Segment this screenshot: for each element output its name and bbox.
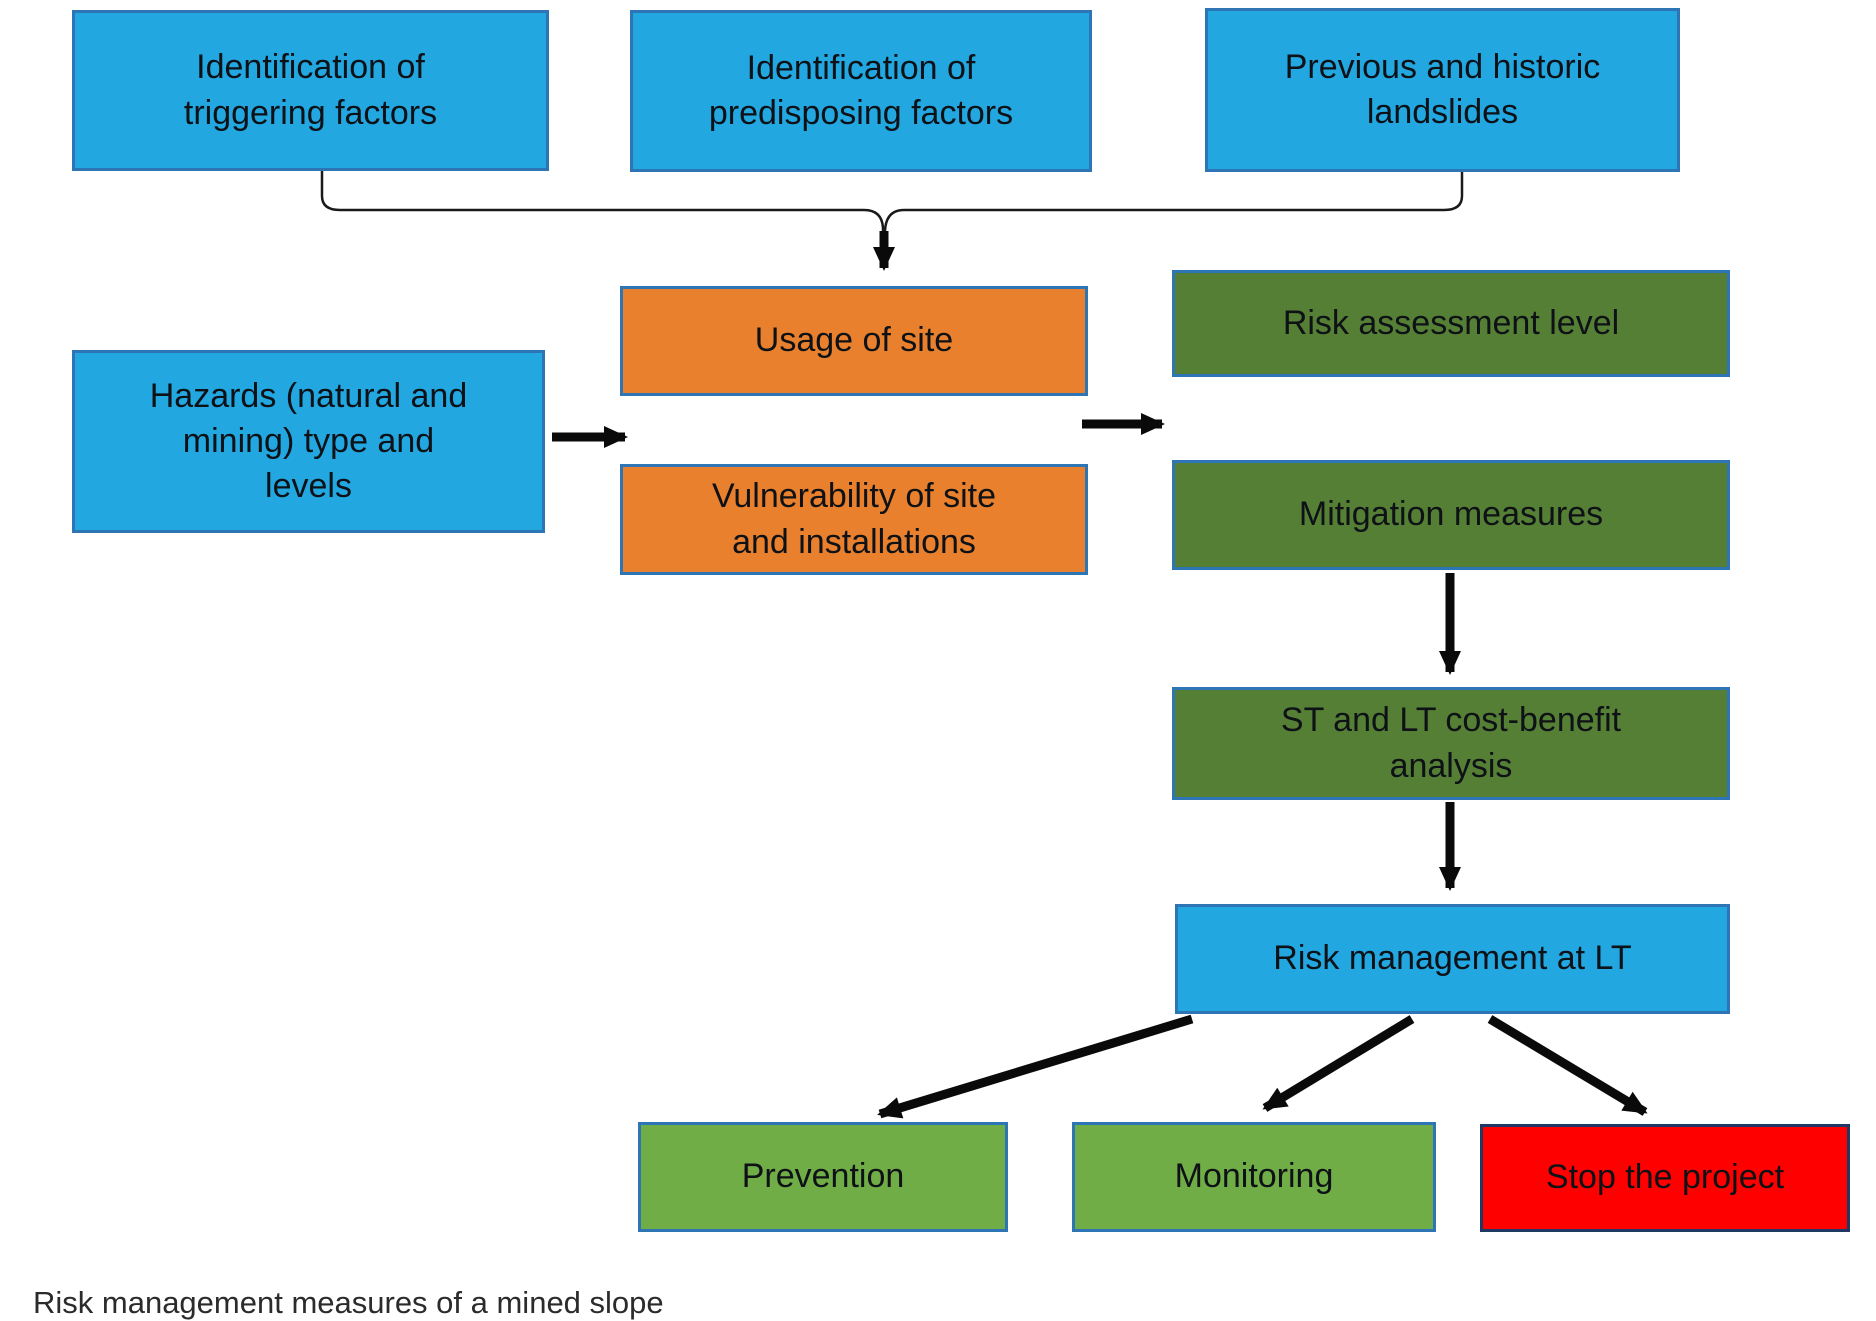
node-stop-the-project: Stop the project [1480, 1124, 1850, 1232]
node-label: Mitigation measures [1298, 495, 1604, 534]
node-label: Prevention [741, 1157, 905, 1196]
node-risk-assessment-level: Risk assessment level [1172, 270, 1730, 377]
node-identification-predisposing-factors: Identification of predisposing factors [630, 10, 1092, 172]
node-risk-management-lt: Risk management at LT [1175, 904, 1730, 1014]
node-mitigation-measures: Mitigation measures [1172, 460, 1730, 570]
node-previous-historic-landslides: Previous and historic landslides [1205, 8, 1680, 172]
arrow-riskmgmt-to-stop [1487, 1015, 1648, 1116]
node-label: Stop the project [1545, 1158, 1785, 1197]
node-label: Risk assessment level [1282, 303, 1620, 342]
node-label: Risk management at LT [1273, 939, 1632, 978]
node-label: Previous and historic landslides [1284, 47, 1601, 131]
node-usage-of-site: Usage of site [620, 286, 1088, 396]
node-label: Vulnerability of site and installations [711, 477, 997, 561]
node-hazards-type-levels: Hazards (natural and mining) type and le… [72, 350, 545, 533]
arrow-riskmgmt-to-prevention [877, 1014, 1194, 1119]
node-vulnerability-of-site: Vulnerability of site and installations [620, 464, 1088, 575]
arrow-riskmgmt-to-monitoring [1262, 1015, 1415, 1112]
node-cost-benefit-analysis: ST and LT cost-benefit analysis [1172, 687, 1730, 800]
figure-caption-clipped: Risk management measures of a mined slop… [33, 1285, 664, 1320]
node-label: Monitoring [1174, 1157, 1334, 1196]
node-prevention: Prevention [638, 1122, 1008, 1232]
node-identification-triggering-factors: Identification of triggering factors [72, 10, 549, 171]
node-label: Hazards (natural and mining) type and le… [149, 376, 468, 506]
node-label: Usage of site [754, 321, 954, 360]
bracket-connector [320, 171, 1464, 232]
node-label: Identification of predisposing factors [708, 48, 1014, 132]
node-monitoring: Monitoring [1072, 1122, 1436, 1232]
node-label: Identification of triggering factors [183, 48, 438, 132]
node-label: ST and LT cost-benefit analysis [1280, 701, 1622, 785]
